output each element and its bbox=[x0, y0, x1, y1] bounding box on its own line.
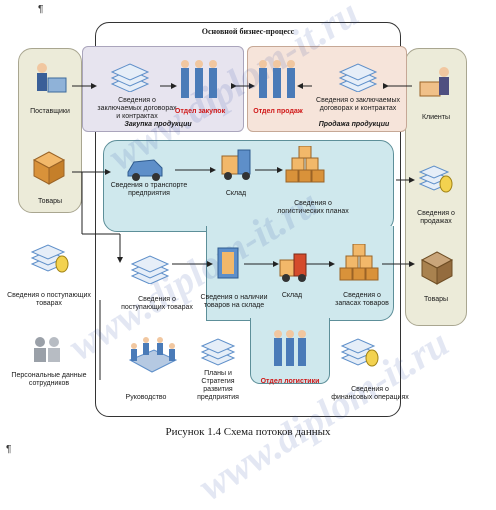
contracts-right-label: Сведения о заключаемых договорах и контр… bbox=[316, 97, 400, 112]
box-pile-icon-top bbox=[285, 146, 325, 183]
procurement-caption: Закупка продукции bbox=[124, 121, 192, 128]
document-stack-icon-incoming-center bbox=[130, 255, 170, 284]
goods-label-right: Товары bbox=[423, 296, 449, 303]
meeting-table-icon bbox=[128, 337, 178, 373]
forklift-icon-mid bbox=[279, 253, 307, 282]
database-icon-sales bbox=[418, 165, 453, 193]
document-stack-icon-contracts-right bbox=[338, 63, 378, 92]
suppliers-icon bbox=[37, 63, 67, 93]
sales-info-label: Сведения о продажах bbox=[417, 210, 455, 225]
pilcrow-bottom: ¶ bbox=[6, 444, 12, 455]
car-icon bbox=[127, 159, 163, 181]
dept-purchase-label: Отдел закупок bbox=[174, 108, 226, 115]
incoming-goods-center-label: Сведения о поступающих товарах bbox=[121, 296, 193, 311]
stock-presence-label: Сведения о наличии товаров на складе bbox=[200, 294, 268, 309]
goods-stock-label: Сведения о запасах товаров bbox=[335, 292, 389, 307]
database-icon-incoming-left bbox=[30, 244, 69, 273]
finance-ops-label: Сведения о финансовых операциях bbox=[331, 386, 409, 401]
people-group-icon-logistics bbox=[274, 330, 306, 366]
left-side-panel bbox=[18, 48, 82, 213]
goods-box-icon-left bbox=[32, 151, 66, 185]
logistics-plans-label: Сведения о логистических планах bbox=[277, 200, 349, 215]
sales-caption: Продажа продукции bbox=[318, 121, 390, 128]
box-pile-icon-mid bbox=[339, 244, 379, 281]
dept-logistics-label: Отдел логистики bbox=[260, 378, 320, 385]
document-icon-stock bbox=[217, 247, 239, 279]
clients-label: Клиенты bbox=[421, 114, 451, 121]
contracts-left-label: Сведения о заключаемых договорах и контр… bbox=[97, 97, 177, 120]
document-stack-icon-contracts-left bbox=[110, 63, 150, 92]
dept-sales-label: Отдел продаж bbox=[253, 108, 303, 115]
pilcrow-top: ¶ bbox=[38, 4, 44, 15]
warehouse-mid-label: Склад bbox=[281, 292, 303, 299]
people-icon-staff bbox=[34, 337, 60, 362]
staff-data-label: Персональные данные сотрудников bbox=[11, 372, 87, 387]
warehouse-top-label: Склад bbox=[225, 190, 247, 197]
document-stack-icon-plans bbox=[200, 338, 236, 366]
goods-label-left: Товары bbox=[37, 198, 63, 205]
incoming-goods-left-label: Сведения о поступающих товарах bbox=[7, 292, 91, 307]
goods-box-icon-right bbox=[420, 251, 454, 285]
figure-caption: Рисунок 1.4 Схема потоков данных bbox=[165, 426, 331, 438]
main-process-frame bbox=[95, 22, 401, 417]
plans-strategy-label: Планы и Стратегия развития предприятия bbox=[197, 370, 239, 401]
clients-icon bbox=[419, 67, 449, 97]
forklift-icon-top bbox=[221, 149, 251, 180]
transport-label: Сведения о транспорте предприятия bbox=[110, 182, 188, 197]
database-icon-finance bbox=[340, 338, 379, 367]
people-group-icon-purchase bbox=[181, 60, 217, 98]
main-process-title: Основной бизнес-процесс bbox=[201, 27, 295, 36]
flow-connectors bbox=[72, 83, 415, 380]
logistics-panel bbox=[103, 140, 394, 232]
management-label: Руководство bbox=[125, 394, 167, 401]
people-group-icon-sales bbox=[259, 60, 295, 98]
suppliers-label: Поставщики bbox=[30, 108, 70, 115]
